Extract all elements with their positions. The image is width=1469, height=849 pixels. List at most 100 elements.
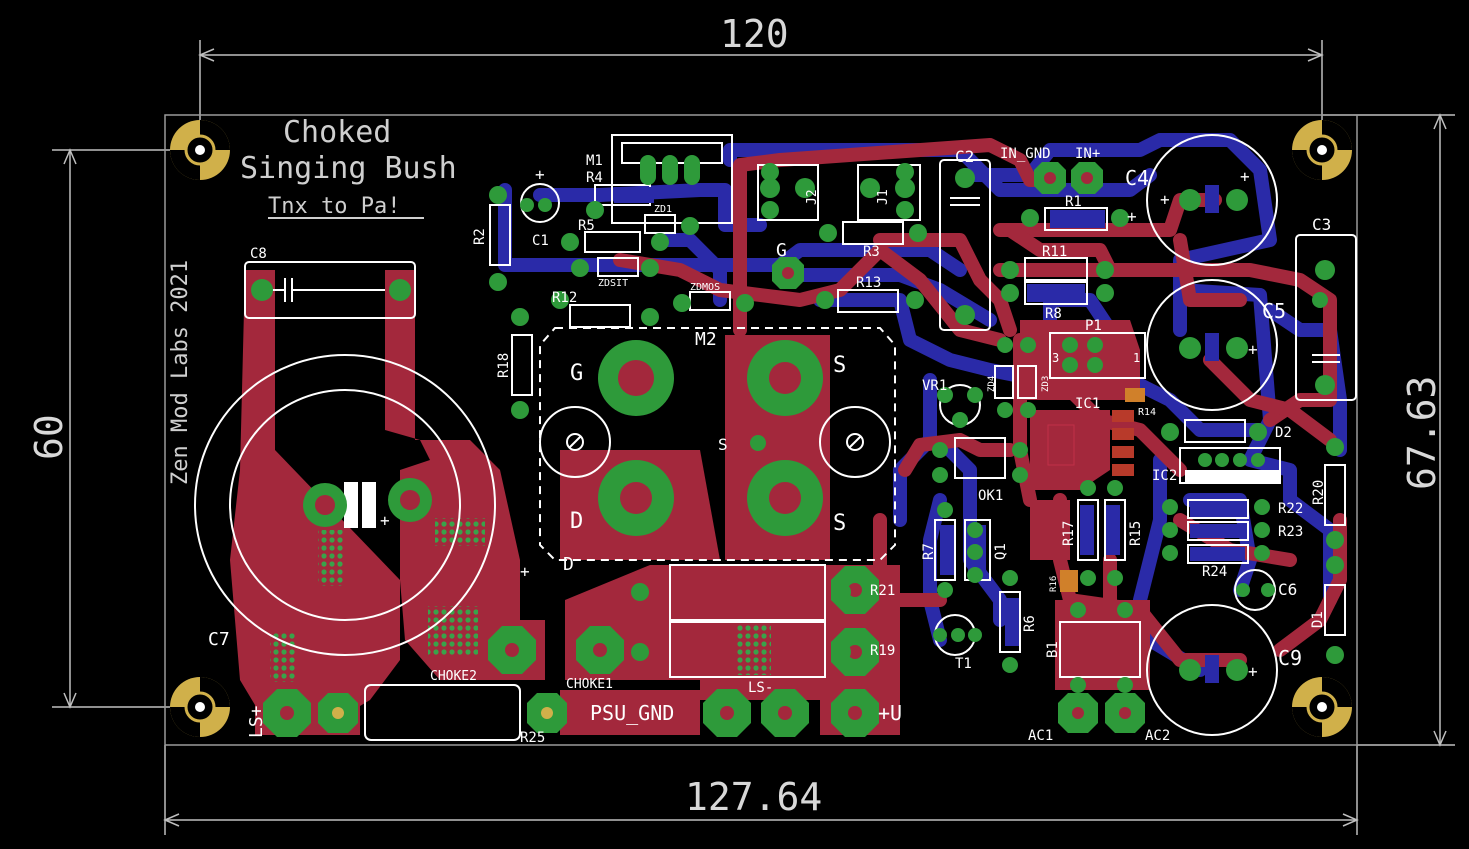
svg-text:R16: R16 xyxy=(1049,576,1059,592)
svg-text:D: D xyxy=(563,554,574,575)
svg-text:R17: R17 xyxy=(1061,521,1077,546)
svg-text:ZDSIT: ZDSIT xyxy=(598,278,628,289)
svg-text:M1: M1 xyxy=(586,153,603,169)
svg-text:S: S xyxy=(718,435,728,454)
title-line1: Choked xyxy=(283,115,391,150)
svg-text:+U: +U xyxy=(878,701,902,725)
svg-text:R20: R20 xyxy=(1311,480,1327,505)
svg-text:P1: P1 xyxy=(1085,318,1102,334)
svg-text:R15: R15 xyxy=(1128,521,1144,546)
silkscreen-outlines xyxy=(194,134,1357,741)
svg-text:R5: R5 xyxy=(578,218,595,234)
svg-text:T1: T1 xyxy=(955,656,972,672)
svg-text:M2: M2 xyxy=(695,329,717,350)
svg-text:J2: J2 xyxy=(805,189,820,205)
svg-text:R12: R12 xyxy=(552,290,577,306)
svg-text:R22: R22 xyxy=(1278,501,1303,517)
title-line3: Tnx to Pa! xyxy=(268,194,400,219)
svg-text:CHOKE2: CHOKE2 xyxy=(430,669,477,684)
svg-text:PSU_GND: PSU_GND xyxy=(590,701,674,725)
svg-text:AC1: AC1 xyxy=(1028,728,1053,744)
svg-text:G: G xyxy=(570,361,583,386)
svg-text:R14: R14 xyxy=(1138,407,1156,418)
svg-text:IN+: IN+ xyxy=(1075,146,1100,162)
svg-text:C1: C1 xyxy=(532,233,549,249)
svg-text:S: S xyxy=(833,511,846,536)
svg-text:R21: R21 xyxy=(870,583,895,599)
dimension-bottom: 127.64 xyxy=(685,775,822,819)
svg-text:+: + xyxy=(1248,340,1258,359)
svg-text:R4: R4 xyxy=(586,170,603,186)
svg-text:R19: R19 xyxy=(870,643,895,659)
svg-text:ZD4: ZD4 xyxy=(987,376,997,392)
svg-text:R2: R2 xyxy=(472,228,488,245)
svg-text:G: G xyxy=(776,240,787,261)
octagon-pads xyxy=(263,162,1145,737)
svg-text:C3: C3 xyxy=(1312,215,1331,234)
svg-text:B1: B1 xyxy=(1045,641,1061,658)
svg-text:C6: C6 xyxy=(1278,580,1297,599)
svg-text:S: S xyxy=(833,353,846,378)
svg-text:+: + xyxy=(1160,190,1170,209)
svg-text:R18: R18 xyxy=(496,353,512,378)
svg-text:R25: R25 xyxy=(520,730,545,746)
svg-text:C4: C4 xyxy=(1125,166,1149,190)
svg-text:IC1: IC1 xyxy=(1075,396,1100,412)
dimension-left: 60 xyxy=(27,414,71,460)
svg-text:AC2: AC2 xyxy=(1145,728,1170,744)
dimension-lines xyxy=(52,40,1455,835)
svg-text:R11: R11 xyxy=(1042,244,1067,260)
svg-text:+: + xyxy=(1240,167,1250,186)
svg-text:C7: C7 xyxy=(208,629,230,650)
svg-text:Q1: Q1 xyxy=(993,543,1009,560)
small-pads xyxy=(251,163,1344,693)
svg-text:R8: R8 xyxy=(1045,306,1062,322)
svg-text:+: + xyxy=(380,511,390,530)
rotated-labels: R2 R18 J2 J1 ZD4 ZD3 R7 Q1 R6 R17 R15 R1… xyxy=(246,189,1327,738)
dimension-right: 67.63 xyxy=(1400,376,1444,490)
svg-text:IC2: IC2 xyxy=(1152,468,1177,484)
svg-text:R23: R23 xyxy=(1278,524,1303,540)
smd-bodies xyxy=(344,185,1280,683)
svg-text:R7: R7 xyxy=(921,543,937,560)
component-labels: C8 C7 C1 C2 C3 C4 C5 C6 C9 M1 R4 R5 ZD1 … xyxy=(208,146,1331,746)
svg-text:LS-: LS- xyxy=(748,680,773,696)
svg-text:3: 3 xyxy=(1052,351,1059,365)
svg-text:J1: J1 xyxy=(876,189,891,205)
svg-text:1: 1 xyxy=(1133,351,1140,365)
dimension-top: 120 xyxy=(720,12,789,56)
svg-text:OK1: OK1 xyxy=(978,488,1003,504)
svg-text:R3: R3 xyxy=(863,244,880,260)
svg-text:ZDMOS: ZDMOS xyxy=(690,282,720,293)
svg-text:D: D xyxy=(570,509,583,534)
svg-text:D1: D1 xyxy=(1310,611,1326,628)
svg-text:R13: R13 xyxy=(856,275,881,291)
mounting-holes xyxy=(170,120,1352,737)
svg-text:IN_GND: IN_GND xyxy=(1000,146,1051,162)
m1-pads xyxy=(640,155,700,185)
svg-text:CHOKE1: CHOKE1 xyxy=(566,677,613,692)
svg-text:C5: C5 xyxy=(1262,299,1286,323)
svg-text:+: + xyxy=(1248,662,1258,681)
svg-text:+: + xyxy=(535,165,545,184)
svg-text:C9: C9 xyxy=(1278,646,1302,670)
svg-text:+: + xyxy=(1127,207,1137,226)
svg-text:D2: D2 xyxy=(1275,425,1292,441)
svg-text:R1: R1 xyxy=(1065,194,1082,210)
board-outline xyxy=(164,114,1358,746)
svg-text:+: + xyxy=(520,562,530,581)
maker-credit: Zen Mod Labs 2021 xyxy=(168,260,193,485)
svg-text:VR1: VR1 xyxy=(922,378,947,394)
svg-text:ZD1: ZD1 xyxy=(654,204,672,215)
svg-text:C8: C8 xyxy=(250,246,267,262)
thermal-patterns xyxy=(270,518,771,682)
svg-text:R6: R6 xyxy=(1022,615,1038,632)
title-line2: Singing Bush xyxy=(240,151,457,186)
svg-text:LS+: LS+ xyxy=(246,705,267,738)
large-pads xyxy=(303,340,823,536)
svg-text:C2: C2 xyxy=(955,147,974,166)
svg-text:ZD3: ZD3 xyxy=(1041,376,1051,392)
polarity-markers: + + + + + + + + xyxy=(380,165,1258,681)
